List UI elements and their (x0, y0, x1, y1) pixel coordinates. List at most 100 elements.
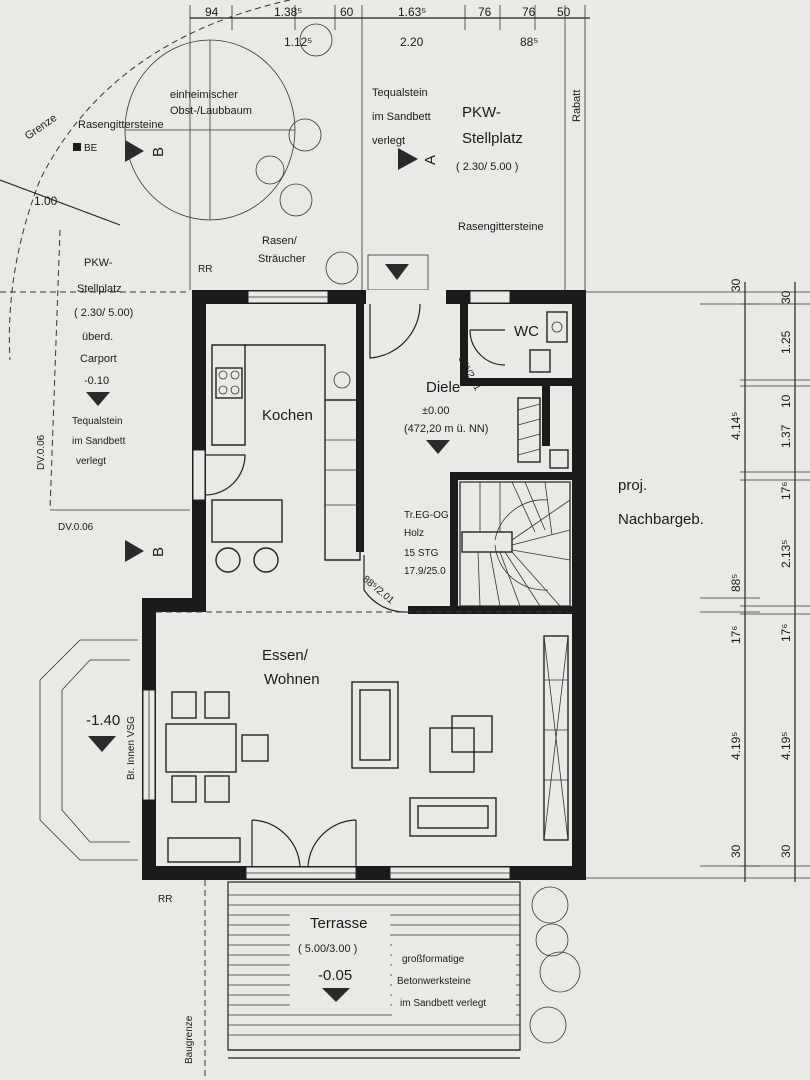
section-a-label: A (422, 155, 439, 165)
stair-line-2: Holz (404, 528, 424, 539)
tequal-left-line-3: verlegt (76, 456, 106, 467)
dim-right-outer-1: 30 (729, 278, 743, 292)
dv-vertical-label: DV.0.06 (36, 434, 47, 470)
dim-right-inner-5: 17⁶ (779, 482, 793, 500)
staircase: Tr.EG-OG Holz 15 STG 17.9/25.0 (404, 481, 571, 607)
left-garden: -1.40 Br. Innen VSG RR (39, 639, 172, 905)
carport-line-6: -0.10 (84, 375, 109, 387)
dim-left-setback: 1.00 (34, 194, 58, 208)
section-a-marker-icon (398, 148, 418, 170)
carport-line-2: Stellplatz (77, 283, 122, 295)
beton-line-2: Betonwerksteine (397, 976, 471, 987)
stair-line-3: 15 STG (404, 548, 439, 559)
dim-top-7: 76 (478, 5, 492, 19)
section-b-top-marker-icon (125, 140, 144, 162)
armchair (351, 681, 399, 769)
wc-room: WC (514, 311, 568, 373)
top-dimension-line: 94 1.38⁵ 1.12⁵ 60 1.63⁵ 2.20 76 76 88⁵ 5… (189, 5, 590, 290)
kitchen-table (211, 499, 283, 543)
beton-line-1: großformatige (402, 954, 465, 965)
carport-line-3: ( 2.30/ 5.00) (74, 307, 133, 319)
dim-top-2: 1.38⁵ (274, 5, 302, 19)
shrub-2 (255, 155, 285, 185)
dim-right-outer-2: 4.14⁵ (729, 412, 743, 440)
nachbar-line-1: proj. (618, 477, 647, 494)
dim-right-inner-4: 1.37 (779, 424, 793, 448)
kochen-label: Kochen (262, 407, 313, 424)
dim-top-4: 60 (340, 5, 354, 19)
dim-right-inner-6: 2.13⁵ (779, 540, 793, 568)
kitchen: Kochen (211, 344, 361, 573)
sideboard (543, 635, 569, 841)
rasen-line-1: Rasen/ (262, 235, 298, 247)
tequal-left-line-1: Tequalstein (72, 416, 123, 427)
be-label: BE (84, 143, 98, 154)
terrace-level-marker-icon (322, 988, 350, 1002)
pkw-right-line-3: ( 2.30/ 5.00 ) (456, 161, 518, 173)
be-marker-icon (73, 143, 81, 151)
terrasse-line-2: ( 5.00/3.00 ) (298, 943, 357, 955)
dim-right-inner-2: 1.25 (779, 330, 793, 354)
diele-line-1: Diele (426, 379, 460, 396)
rasengitter-right-label: Rasengittersteine (458, 221, 544, 233)
carport-line-5: Carport (80, 353, 117, 365)
dim-right-outer-5: 4.19⁵ (729, 732, 743, 760)
sink-icon (333, 371, 351, 389)
dim-right-inner-8: 4.19⁵ (779, 732, 793, 760)
beton-line-3: im Sandbett verlegt (400, 998, 486, 1009)
tequal-top-line-3: verlegt (372, 135, 405, 147)
dim-right-inner-7: 17⁶ (779, 624, 793, 642)
dim-top-5: 1.63⁵ (398, 5, 426, 19)
terrasse-line-1: Terrasse (310, 915, 368, 932)
dim-right-outer-4: 17⁶ (729, 626, 743, 644)
dim-top-10: 50 (557, 5, 571, 19)
wc-basin-icon (546, 311, 568, 343)
nachbar-line-2: Nachbargeb. (618, 511, 704, 528)
dim-right-inner-9: 30 (779, 844, 793, 858)
dim-right-inner-1: 30 (779, 290, 793, 304)
cooktop-icon (215, 367, 243, 399)
section-b-top-label: B (150, 147, 167, 157)
entrance-level-marker-icon (385, 264, 409, 280)
carport-level-marker-icon (86, 392, 110, 406)
dim-top-1: 94 (205, 5, 219, 19)
dim-right-outer-3: 88⁵ (729, 574, 743, 592)
rr-bottom-label: RR (158, 894, 172, 905)
rr-top-label: RR (198, 264, 212, 275)
rasen-line-2: Sträucher (258, 253, 306, 265)
pkw-right-line-1: PKW- (462, 104, 501, 121)
section-b-bottom-label: B (150, 547, 167, 557)
hall: Diele ±0.00 (472,20 m ü. NN) (404, 379, 569, 469)
tequal-left-line-2: im Sandbett (72, 436, 126, 447)
tree-label-line-2: Obst-/Laubbaum (170, 105, 252, 117)
diele-line-2: ±0.00 (422, 405, 449, 417)
carport-line-4: überd. (82, 331, 113, 343)
dim-right-inner-3: 10 (779, 394, 793, 408)
dim-right-outer-6: 30 (729, 844, 743, 858)
tree-label-line-1: einheimischer (170, 89, 238, 101)
vsg-label: Br. Innen VSG (126, 716, 137, 780)
garden-level-marker-icon (88, 736, 116, 752)
windows (142, 290, 511, 880)
garden-level-label: -1.40 (86, 712, 120, 729)
kitchen-door-label: 88⁵/2.01 (360, 574, 396, 607)
shrub-3 (279, 183, 313, 217)
pkw-right-line-2: Stellplatz (462, 130, 523, 147)
sofa (409, 797, 497, 837)
stair-line-1: Tr.EG-OG (404, 510, 449, 521)
dining-table (165, 723, 237, 773)
wc-label: WC (514, 323, 539, 340)
dim-top-3: 1.12⁵ (284, 35, 312, 49)
dim-top-8: 76 (522, 5, 536, 19)
carport-area: Rasengittersteine BE B PKW- Stellplatz (… (36, 119, 167, 562)
toilet-icon (529, 349, 551, 373)
shrub-1 (288, 118, 322, 152)
essen-line-1: Essen/ (262, 647, 309, 664)
shrub-5 (325, 251, 359, 285)
rasengitter-left-label: Rasengittersteine (78, 119, 164, 131)
diele-line-3: (472,20 m ü. NN) (404, 423, 488, 435)
grenze-label: Grenze (23, 112, 59, 143)
carport-line-1: PKW- (84, 257, 113, 269)
tequal-top-line-2: im Sandbett (372, 111, 431, 123)
